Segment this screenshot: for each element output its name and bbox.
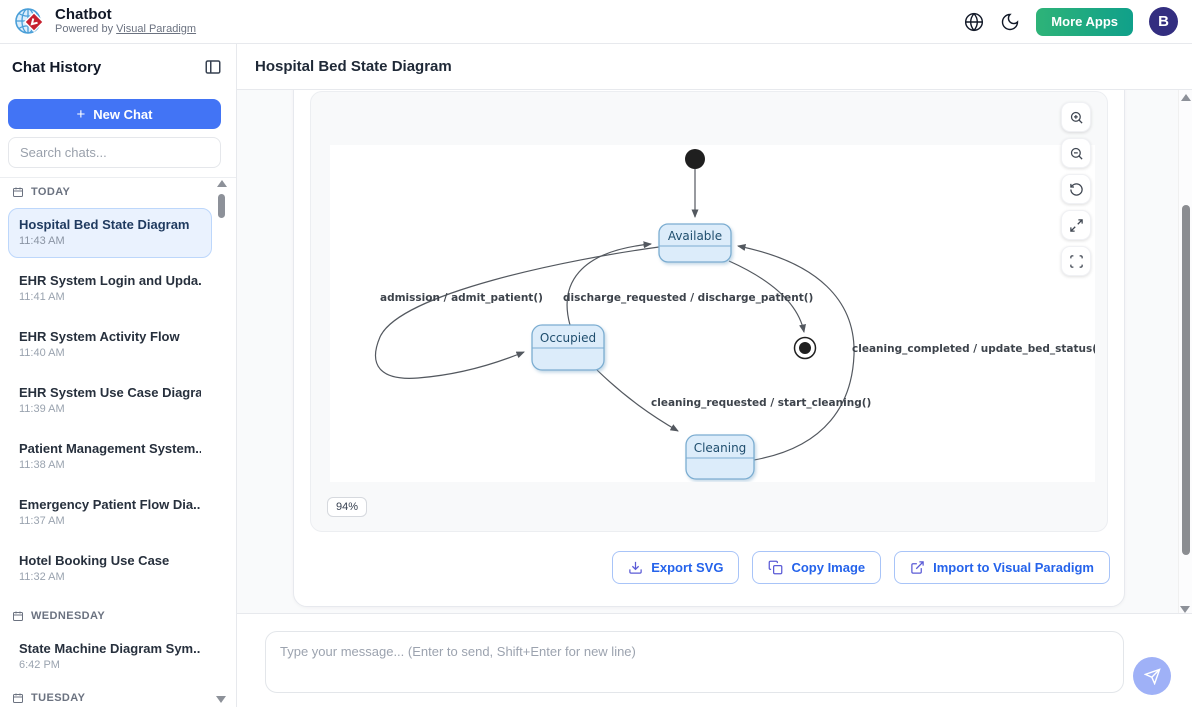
plus-icon: + xyxy=(76,105,86,123)
send-button[interactable] xyxy=(1133,657,1171,695)
chat-history-sidebar: Chat History +New Chat TODAY Hospital Be… xyxy=(0,44,237,707)
initial-state-node xyxy=(685,149,705,169)
app-title: Chatbot xyxy=(55,6,112,23)
svg-text:Occupied: Occupied xyxy=(540,331,596,345)
copy-icon xyxy=(769,560,783,575)
scrollbar-thumb[interactable] xyxy=(218,194,225,218)
svg-text:Available: Available xyxy=(668,229,722,243)
scrollbar-thumb[interactable] xyxy=(1182,205,1190,555)
section-header-wednesday: WEDNESDAY xyxy=(12,608,212,624)
visual-paradigm-link[interactable]: Visual Paradigm xyxy=(116,23,197,35)
chat-item[interactable]: State Machine Diagram Sym... 6:42 PM xyxy=(19,641,201,671)
chat-item[interactable]: Patient Management System... 11:38 AM xyxy=(19,441,201,471)
scroll-down-arrow-icon[interactable] xyxy=(1180,606,1190,613)
reset-rotate-icon xyxy=(1069,182,1083,196)
sidebar-header: Chat History xyxy=(0,44,236,90)
main-scrollbar[interactable] xyxy=(1178,90,1192,613)
sidebar-title: Chat History xyxy=(12,58,102,76)
fullscreen-button[interactable] xyxy=(1061,246,1091,276)
copy-image-button[interactable]: Copy Image xyxy=(752,551,882,584)
dark-mode-moon-icon[interactable] xyxy=(1000,12,1020,32)
collapse-sidebar-icon[interactable] xyxy=(204,58,222,76)
expand-arrows-icon xyxy=(1069,218,1083,232)
transition-cleaning-to-available xyxy=(737,244,855,461)
conversation-title: Hospital Bed State Diagram xyxy=(255,58,452,75)
visual-paradigm-logo-icon xyxy=(15,7,45,34)
state-occupied[interactable]: Occupied xyxy=(531,324,605,371)
app-title-block: Chatbot Powered by Visual Paradigm xyxy=(55,7,196,36)
transition-label: cleaning_completed / update_bed_status() xyxy=(852,343,1095,355)
final-state-node xyxy=(793,336,817,360)
search-chats-input[interactable] xyxy=(8,137,221,168)
app-header: Chatbot Powered by Visual Paradigm More … xyxy=(0,0,1192,44)
transition-available-to-occupied xyxy=(375,246,660,379)
diagram-action-buttons: Export SVG Copy Image Import to Visual P… xyxy=(612,551,1110,584)
zoom-out-button[interactable] xyxy=(1061,138,1091,168)
expand-button[interactable] xyxy=(1061,210,1091,240)
sidebar-divider xyxy=(0,177,236,178)
header-right: More Apps B xyxy=(964,7,1178,36)
conversation-title-bar: Hospital Bed State Diagram xyxy=(237,44,1192,90)
chat-item[interactable]: Hospital Bed State Diagram 11:43 AM xyxy=(8,208,212,258)
diagram-canvas[interactable]: admission / admit_patient() discharge_re… xyxy=(330,145,1102,482)
chat-item[interactable]: EHR System Activity Flow 11:40 AM xyxy=(19,329,180,359)
svg-text:Cleaning: Cleaning xyxy=(694,441,747,455)
transition-occupied-to-available xyxy=(566,241,652,326)
download-icon xyxy=(629,561,642,574)
zoom-level-badge: 94% xyxy=(327,497,368,517)
state-cleaning[interactable]: Cleaning xyxy=(685,434,755,480)
fullscreen-corners-icon xyxy=(1069,254,1083,268)
calendar-icon xyxy=(13,611,23,621)
chat-item[interactable]: EHR System Login and Upda... 11:41 AM xyxy=(19,273,201,303)
zoom-in-button[interactable] xyxy=(1061,102,1091,132)
transition-label: discharge_requested / discharge_patient(… xyxy=(563,292,813,304)
section-header-tuesday: TUESDAY xyxy=(12,690,212,706)
reset-view-button[interactable] xyxy=(1061,174,1091,204)
user-avatar[interactable]: B xyxy=(1149,7,1178,36)
transition-label: admission / admit_patient() xyxy=(380,292,543,304)
chat-item[interactable]: Hotel Booking Use Case 11:32 AM xyxy=(19,553,170,583)
state-available[interactable]: Available xyxy=(658,223,732,263)
powered-by: Powered by Visual Paradigm xyxy=(55,23,197,35)
scroll-down-arrow-icon[interactable] xyxy=(216,696,226,703)
export-svg-button[interactable]: Export SVG xyxy=(612,551,740,584)
chat-item[interactable]: Emergency Patient Flow Dia... 11:37 AM xyxy=(19,497,201,527)
diagram-zoom-controls xyxy=(1061,102,1091,276)
calendar-icon xyxy=(13,187,23,197)
transition-available-to-final xyxy=(728,260,806,333)
zoom-in-icon xyxy=(1070,111,1083,124)
import-to-visual-paradigm-button[interactable]: Import to Visual Paradigm xyxy=(894,551,1110,584)
scroll-up-arrow-icon[interactable] xyxy=(1180,94,1191,101)
external-link-icon xyxy=(911,561,924,574)
chat-list: TODAY Hospital Bed State Diagram 11:43 A… xyxy=(0,178,236,707)
transition-label: cleaning_requested / start_cleaning() xyxy=(651,397,871,409)
main-panel: Hospital Bed State Diagram xyxy=(237,44,1192,707)
zoom-out-icon xyxy=(1070,147,1083,160)
calendar-icon xyxy=(13,693,23,703)
message-input[interactable] xyxy=(265,631,1124,693)
language-globe-icon[interactable] xyxy=(964,12,984,32)
send-plane-icon xyxy=(1143,667,1161,685)
diagram-message-card: admission / admit_patient() discharge_re… xyxy=(293,90,1125,607)
message-composer xyxy=(237,613,1192,707)
search-chats-wrap xyxy=(8,137,221,168)
diagram-viewer: admission / admit_patient() discharge_re… xyxy=(310,91,1108,532)
new-chat-button[interactable]: +New Chat xyxy=(8,99,221,129)
sidebar-scrollbar[interactable] xyxy=(215,180,228,703)
messages-area: admission / admit_patient() discharge_re… xyxy=(237,90,1192,613)
transition-occupied-to-cleaning xyxy=(596,369,679,432)
section-header-today: TODAY xyxy=(12,184,212,200)
scroll-up-arrow-icon[interactable] xyxy=(216,180,227,187)
more-apps-button[interactable]: More Apps xyxy=(1036,7,1133,36)
chat-item[interactable]: EHR System Use Case Diagram 11:39 AM xyxy=(19,385,201,415)
state-diagram-svg: admission / admit_patient() discharge_re… xyxy=(375,149,1102,480)
